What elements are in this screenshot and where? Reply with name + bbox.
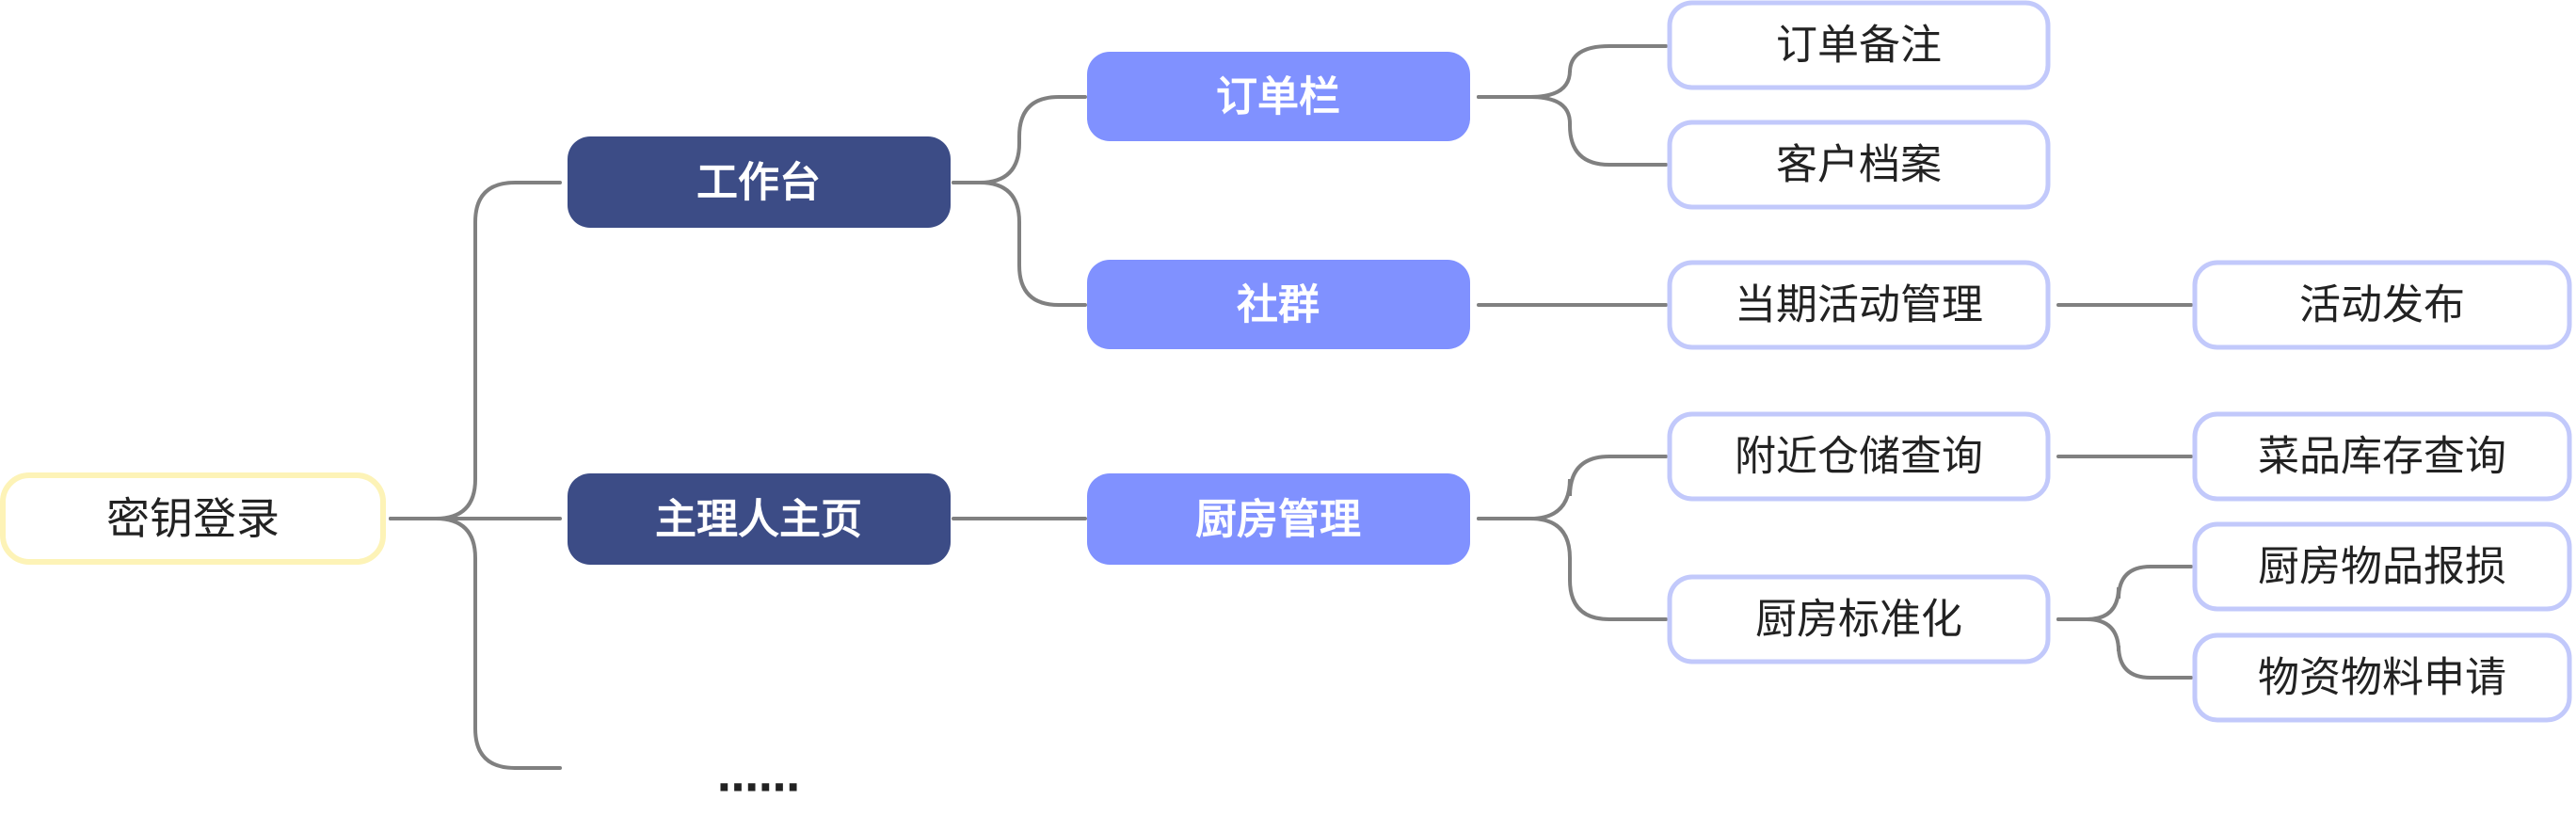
node-activity-publish-label: 活动发布 (2299, 281, 2465, 329)
connector-kitchen-storage (1477, 455, 1668, 520)
connector-kitchen-standard (1477, 517, 1668, 621)
node-kitchen-mgmt-label: 厨房管理 (1195, 496, 1361, 544)
connector-standard-supplies (2056, 617, 2193, 680)
connector-standard-damage (2056, 565, 2193, 621)
root-node[interactable]: 密钥登录 (0, 472, 386, 565)
connector-workbench-orderbar (952, 95, 1087, 184)
node-more: …… (717, 754, 800, 802)
node-owner-home-label: 主理人主页 (655, 496, 862, 544)
node-kitchen-item-damage[interactable]: 厨房物品报损 (2192, 521, 2572, 612)
connector-workbench-community (952, 181, 1087, 307)
node-supplies-request[interactable]: 物资物料申请 (2192, 632, 2572, 723)
node-more-label: …… (717, 754, 800, 802)
node-workbench-label: 工作台 (696, 159, 821, 207)
node-community-label: 社群 (1237, 281, 1320, 329)
node-workbench[interactable]: 工作台 (568, 136, 951, 228)
node-dish-inventory-query-label: 菜品库存查询 (2258, 433, 2506, 481)
node-customer-file-label: 客户档案 (1776, 141, 1942, 189)
node-supplies-request-label: 物资物料申请 (2258, 654, 2506, 702)
connector-root-more (389, 517, 562, 770)
node-order-note[interactable]: 订单备注 (1667, 0, 2051, 90)
node-kitchen-standardization[interactable]: 厨房标准化 (1667, 574, 2051, 664)
node-nearby-storage-query[interactable]: 附近仓储查询 (1667, 411, 2051, 502)
connector-orderbar-customer (1477, 95, 1668, 167)
node-kitchen-mgmt[interactable]: 厨房管理 (1087, 473, 1470, 565)
node-current-activity-mgmt[interactable]: 当期活动管理 (1667, 260, 2051, 350)
node-order-note-label: 订单备注 (1776, 22, 1942, 70)
node-nearby-storage-query-label: 附近仓储查询 (1735, 433, 1983, 481)
node-customer-file[interactable]: 客户档案 (1667, 120, 2051, 210)
connector-lines (389, 44, 2193, 770)
node-dish-inventory-query[interactable]: 菜品库存查询 (2192, 411, 2572, 502)
connector-orderbar-note (1477, 44, 1668, 99)
node-community[interactable]: 社群 (1087, 260, 1470, 349)
node-current-activity-mgmt-label: 当期活动管理 (1735, 281, 1983, 329)
node-owner-home[interactable]: 主理人主页 (568, 473, 951, 565)
node-kitchen-item-damage-label: 厨房物品报损 (2258, 543, 2506, 591)
node-order-bar-label: 订单栏 (1216, 73, 1340, 121)
node-kitchen-standardization-label: 厨房标准化 (1755, 596, 1962, 644)
connector-root-workbench (389, 181, 562, 520)
node-order-bar[interactable]: 订单栏 (1087, 52, 1470, 141)
root-label: 密钥登录 (106, 493, 280, 544)
node-activity-publish[interactable]: 活动发布 (2192, 260, 2572, 350)
